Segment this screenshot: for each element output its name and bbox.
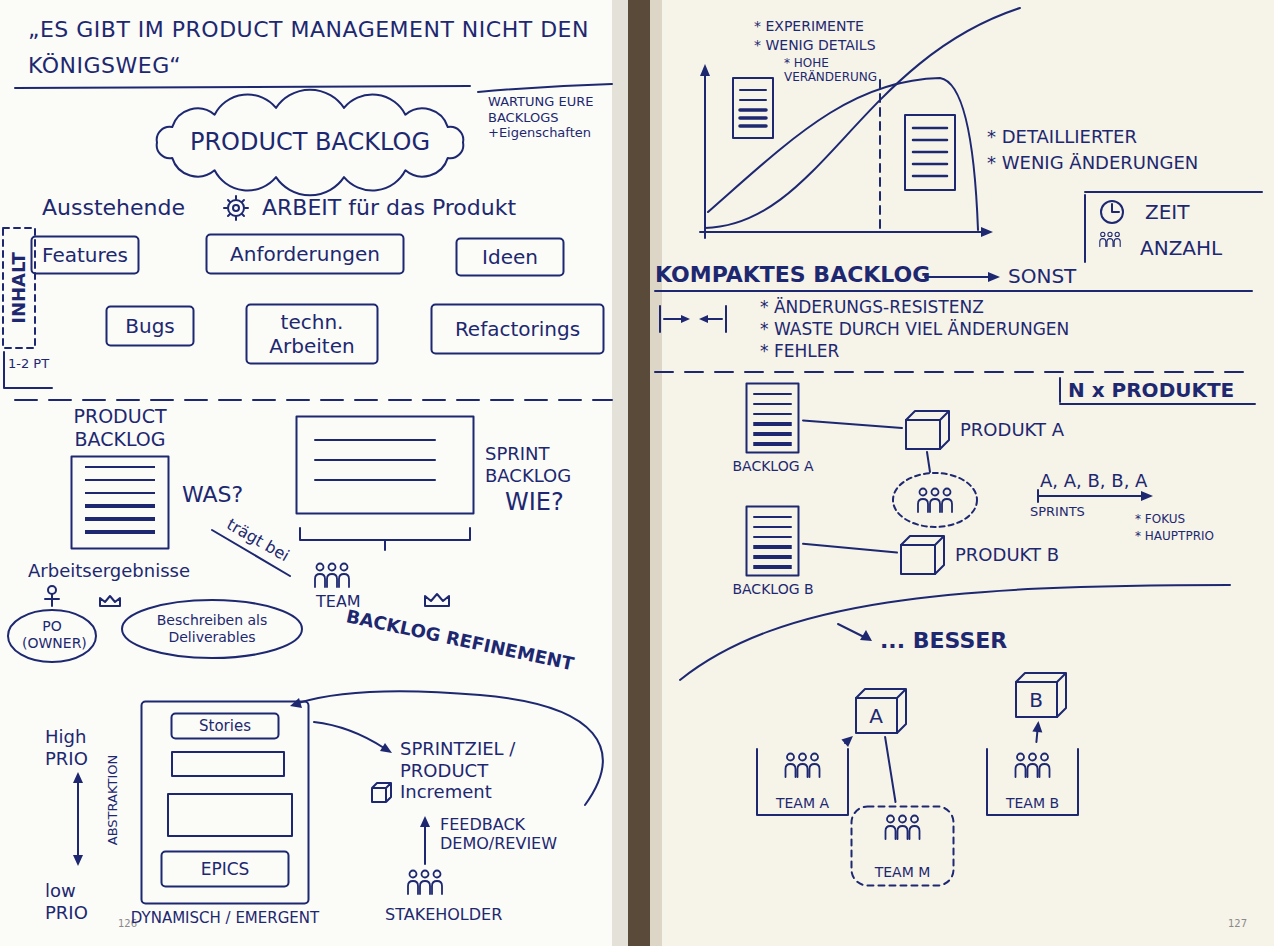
connector — [841, 736, 853, 747]
sketch-label: ZEIT — [1145, 200, 1189, 224]
cube-outline — [900, 535, 945, 575]
sketch-label: SONST — [1008, 264, 1076, 288]
node-label: Stories — [199, 717, 251, 735]
team-box: TEAM A — [755, 745, 850, 817]
sketch-label: * FEHLER — [760, 341, 839, 361]
sketch-label: low PRIO — [45, 880, 107, 923]
connector — [803, 420, 902, 428]
content-box: Anforderungen — [205, 233, 405, 275]
sketch-label: PO (OWNER) — [22, 618, 82, 652]
team-box: TEAM M — [850, 805, 955, 887]
node-label: TEAM A — [776, 795, 829, 812]
node-label: BACKLOG A — [718, 458, 828, 475]
connector-line — [803, 420, 902, 428]
sketch-label: * WASTE DURCH VIEL ÄNDERUNGEN — [760, 319, 1069, 339]
content-box: Bugs — [105, 305, 195, 347]
connector — [803, 544, 897, 553]
node-label: PRODUKT B — [955, 544, 1075, 566]
node-label: techn. Arbeiten — [253, 310, 371, 358]
sketch-label: * ÄNDERUNGS-RESISTENZ — [760, 297, 984, 317]
sketch-label: FEEDBACK DEMO/REVIEW — [440, 815, 610, 853]
content-box: techn. Arbeiten — [245, 303, 379, 365]
arrow-head — [841, 736, 853, 747]
sketch-label: * WENIG ÄNDERUNGEN — [985, 152, 1200, 174]
sketch-label: BACKLOG REFINEMENT — [342, 605, 577, 675]
sketch-label: * WENIG DETAILS — [752, 37, 878, 54]
sketch-label: * FOKUS — [1135, 512, 1185, 526]
oval-box: Beschreiben als Deliverables — [120, 598, 304, 660]
node-label: DYNAMISCH / EMERGENT — [110, 909, 340, 927]
sketch-label: A, A, B, B, A — [1040, 470, 1147, 492]
node-label: PRODUKT A — [960, 419, 1080, 441]
box3-outline — [295, 415, 475, 515]
node-label: Anforderungen — [230, 242, 380, 266]
cube-outline — [905, 410, 950, 450]
product-cube: A — [855, 688, 907, 734]
doc-outline — [70, 455, 170, 550]
connector-line — [803, 544, 897, 553]
document-icon: BACKLOG A — [745, 382, 800, 454]
node-label: B — [1029, 688, 1043, 712]
node-label: EPICS — [201, 859, 250, 879]
doc-outline — [745, 505, 800, 577]
backlog-box: DYNAMISCH / EMERGENTStoriesEPICS — [140, 700, 310, 905]
sketch-label: * DETAILLIERTER — [985, 126, 1139, 148]
sketch-label: Ausstehende — [42, 195, 185, 221]
node-label: TEAM B — [1006, 795, 1059, 812]
connector — [885, 737, 895, 802]
sketch-label: INHALT — [8, 252, 30, 324]
sketch-label: High PRIO — [45, 726, 107, 769]
document-icon: BACKLOG B — [745, 505, 800, 577]
sketch-label: ... BESSER — [880, 628, 1007, 654]
node-label: BACKLOG B — [718, 581, 828, 598]
sketch-label: 127 — [1228, 918, 1247, 930]
sketch-label: WIE? — [505, 488, 564, 517]
sketch-label: WAS? — [182, 482, 243, 508]
product-cube: B — [1015, 672, 1067, 718]
doc-outline — [745, 382, 800, 454]
sketch-label: * HOHE VERÄNDERUNG — [782, 56, 866, 85]
story-bar: Stories — [170, 712, 280, 740]
sketch-label: STAKEHOLDER — [385, 905, 502, 924]
content-box: Features — [30, 235, 140, 275]
sketch-label: trägt bei — [222, 514, 294, 567]
sketch-title: „ES GIBT IM PRODUCT MANAGEMENT NICHT DEN… — [28, 12, 628, 84]
document-icon: PRODUCT BACKLOG — [70, 455, 170, 550]
content-box: Refactorings — [430, 303, 605, 355]
product-cube: PRODUKT B — [900, 535, 945, 575]
sketch-label: N x PRODUKTE — [1068, 378, 1234, 402]
node-label: PRODUCT BACKLOG — [55, 405, 185, 451]
sketch-label: KOMPAKTES BACKLOG — [655, 262, 930, 288]
cloud-shape: PRODUCT BACKLOG — [145, 95, 475, 190]
sketch-label: SPRINTS — [1030, 504, 1085, 520]
epic-bar: EPICS — [160, 850, 290, 888]
sprint-backlog-box: SPRINT BACKLOG — [295, 415, 475, 515]
sketch-label: * EXPERIMENTE — [752, 18, 866, 35]
sketch-label: WARTUNG EURE BACKLOGS +Eigenschaften — [488, 94, 616, 141]
connector-line — [885, 737, 895, 802]
node-label: Bugs — [125, 314, 175, 338]
team-box: TEAM B — [985, 745, 1080, 817]
sketch-label: ARBEIT für das Produkt — [262, 195, 516, 221]
sketch-label: Arbeitsergebnisse — [28, 560, 190, 582]
node-label: A — [869, 704, 883, 728]
arrow-head — [1032, 721, 1042, 732]
node-label: PRODUCT BACKLOG — [190, 128, 430, 157]
node-label: SPRINT BACKLOG — [485, 443, 600, 486]
sketch-label: * HAUPTPRIO — [1135, 529, 1214, 543]
content-box: Ideen — [455, 237, 565, 277]
sketch-label: ABSTRAKTION — [105, 755, 121, 845]
node-label: TEAM M — [875, 864, 931, 881]
node-label: Beschreiben als Deliverables — [142, 612, 282, 646]
connector — [1032, 721, 1042, 742]
node-label: Ideen — [482, 245, 538, 269]
sketch-label: 1-2 PT — [8, 356, 54, 372]
sketch-label: SPRINTZIEL / PRODUCT Increment — [400, 738, 550, 803]
product-cube: PRODUKT A — [905, 410, 950, 450]
sketch-label: ANZAHL — [1140, 236, 1222, 260]
node-label: Features — [42, 243, 128, 267]
node-label: Refactorings — [455, 317, 580, 341]
